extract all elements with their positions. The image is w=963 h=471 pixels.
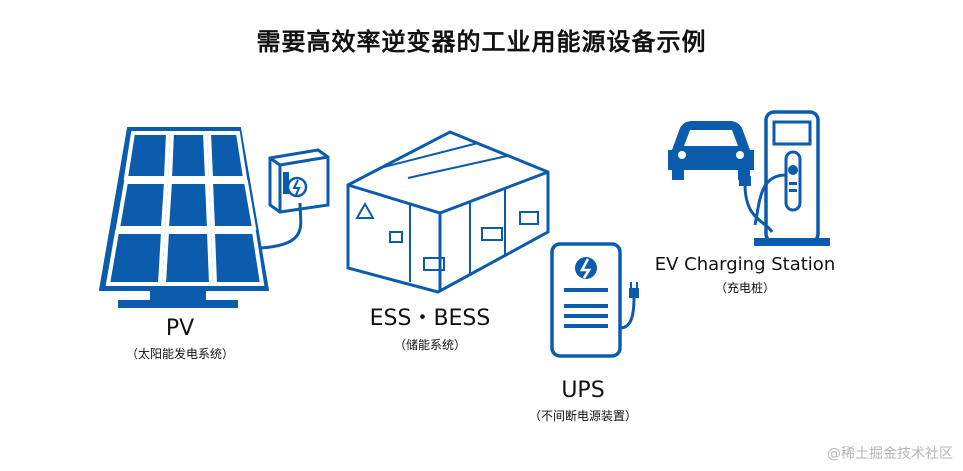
pv-subtitle: （太阳能发电系统） [125, 347, 234, 361]
ev-name: EV Charging Station [654, 254, 836, 275]
ess-name: ESS・BESS [369, 306, 491, 331]
ev-label: EV Charging Station （充电桩） [640, 254, 850, 296]
ups-subtitle: （不间断电源装置） [528, 409, 637, 423]
pv-name: PV [165, 316, 195, 341]
battery-container-icon [346, 130, 550, 294]
ev-subtitle: （充电桩） [714, 281, 775, 295]
pv-label: PV （太阳能发电系统） [95, 316, 265, 362]
ups-name: UPS [561, 378, 605, 403]
ups-unit-icon [550, 242, 639, 358]
watermark: @稀土掘金技术社区 [827, 446, 953, 462]
ess-label: ESS・BESS （储能系统） [340, 300, 520, 353]
ev-charger-icon [739, 110, 830, 246]
solar-panel-icon [98, 127, 270, 308]
ups-label: UPS （不间断电源装置） [508, 378, 658, 424]
ess-subtitle: （储能系统） [393, 338, 466, 352]
inverter-box-icon [259, 148, 330, 250]
car-icon [668, 121, 754, 180]
diagram-title: 需要高效率逆变器的工业用能源设备示例 [256, 28, 707, 56]
